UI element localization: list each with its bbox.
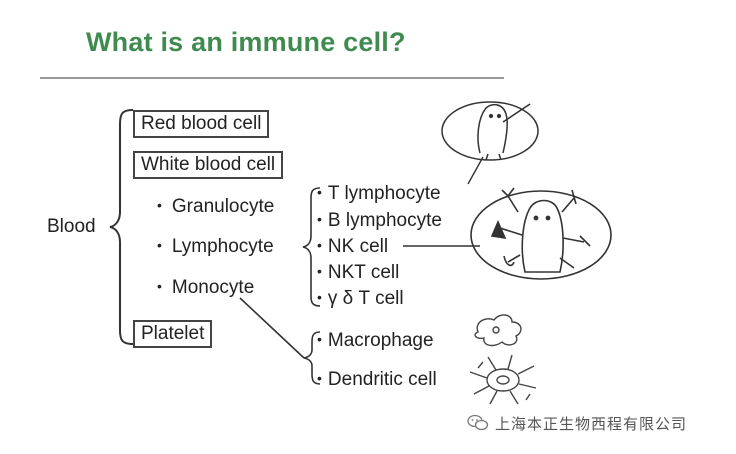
lymphocyte-type-b: B lymphocyte xyxy=(317,210,442,232)
macrophage-blob-illustration xyxy=(474,314,522,347)
white-cell-lymphocyte: Lymphocyte xyxy=(157,236,274,258)
monocyte-type-macrophage: Macrophage xyxy=(317,330,434,352)
white-blood-cell-box: White blood cell xyxy=(133,151,284,179)
blood-brace xyxy=(109,109,134,345)
page-title: What is an immune cell? xyxy=(86,27,406,57)
platelet-box: Platelet xyxy=(133,320,213,348)
watermark-text: 上海本正生物西程有限公司 xyxy=(495,414,688,433)
lymphocyte-brace xyxy=(302,187,321,307)
lymphocyte-type-nkt: NKT cell xyxy=(317,262,399,284)
title-divider xyxy=(40,77,504,79)
watermark: 上海本正生物西程有限公司 xyxy=(467,413,687,433)
monocyte-type-dendritic: Dendritic cell xyxy=(317,369,437,391)
t-cell-sword-illustration xyxy=(441,101,539,161)
dendritic-cell-illustration xyxy=(469,354,537,405)
white-cell-granulocyte: Granulocyte xyxy=(157,196,274,218)
red-blood-cell-box: Red blood cell xyxy=(133,110,270,138)
nk-cell-weapons-illustration xyxy=(470,187,612,280)
lymphocyte-type-t: T lymphocyte xyxy=(317,183,441,205)
wechat-bubble-icon xyxy=(467,414,489,431)
lymphocyte-type-gamma-delta-t: γ δ T cell xyxy=(317,288,404,310)
monocyte-link-line xyxy=(239,297,305,359)
blood-label: Blood xyxy=(47,216,96,237)
t-cell-pointer-line xyxy=(467,156,484,185)
white-cell-monocyte: Monocyte xyxy=(157,277,254,299)
lymphocyte-type-nk: NK cell xyxy=(317,236,388,258)
